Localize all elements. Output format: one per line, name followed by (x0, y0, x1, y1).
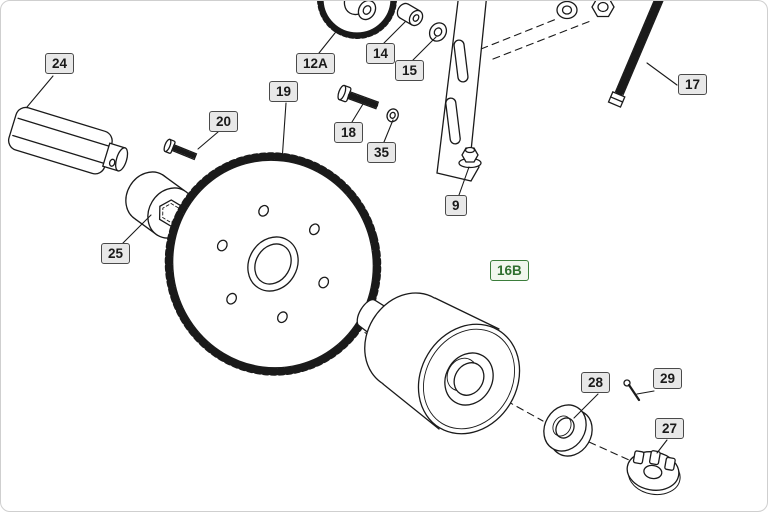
part-label-14[interactable]: 14 (366, 43, 396, 64)
nut-35[interactable] (385, 107, 400, 123)
part-label-24[interactable]: 24 (45, 53, 75, 74)
washer-28[interactable] (535, 397, 600, 464)
bolt-20[interactable] (163, 138, 198, 162)
part-label-29[interactable]: 29 (653, 368, 683, 389)
spacer-14[interactable] (395, 1, 426, 28)
leader-lines (26, 21, 678, 454)
pin-29[interactable] (623, 379, 641, 402)
part-label-17[interactable]: 17 (678, 74, 708, 95)
bolt-17[interactable] (607, 1, 667, 108)
part-label-25[interactable]: 25 (101, 243, 131, 264)
washer-top[interactable] (556, 1, 578, 20)
mounting-bracket[interactable] (436, 1, 487, 182)
coupling-27[interactable] (623, 447, 684, 499)
part-label-18[interactable]: 18 (334, 122, 364, 143)
part-label-19[interactable]: 19 (269, 81, 299, 102)
part-label-16b-highlighted[interactable]: 16B (490, 260, 529, 281)
part-label-15[interactable]: 15 (395, 60, 425, 81)
part-label-35[interactable]: 35 (367, 142, 397, 163)
part-label-27[interactable]: 27 (655, 418, 685, 439)
bolt-18[interactable] (336, 84, 380, 112)
part-label-9[interactable]: 9 (445, 195, 467, 216)
part-label-12a[interactable]: 12A (296, 53, 335, 74)
part-label-28[interactable]: 28 (581, 372, 611, 393)
idler-pulley-16b[interactable] (347, 277, 539, 453)
hex-shaft[interactable] (6, 105, 133, 182)
flange-nut-9[interactable] (458, 146, 482, 169)
sprocket-large[interactable] (145, 133, 402, 395)
part-label-20[interactable]: 20 (209, 111, 239, 132)
nut-top[interactable] (591, 1, 615, 18)
sprocket-small[interactable] (317, 1, 397, 39)
bushing-25[interactable] (117, 163, 203, 246)
washer-15[interactable] (426, 20, 450, 45)
